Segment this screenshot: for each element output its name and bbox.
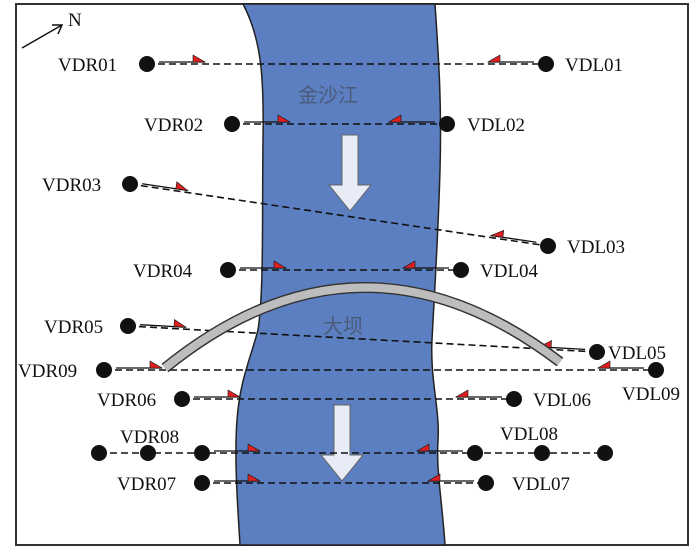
displacement-vector-icon — [401, 260, 449, 269]
point-label-left: VDR05 — [44, 317, 103, 338]
point-label-right: VDL03 — [567, 237, 625, 258]
point-label-right: VDL08 — [500, 424, 558, 445]
monitoring-point — [439, 116, 455, 132]
displacement-vector-icon — [596, 360, 644, 369]
monitoring-point — [648, 362, 664, 378]
river-label: 金沙江 — [298, 84, 358, 107]
displacement-vector-icon — [116, 360, 164, 369]
displacement-vector-icon — [454, 389, 502, 398]
monitoring-point — [96, 362, 112, 378]
monitoring-point — [122, 176, 138, 192]
monitoring-point — [453, 262, 469, 278]
displacement-vector-icon — [240, 260, 288, 269]
monitoring-point — [120, 318, 136, 334]
displacement-vector-icon — [489, 229, 537, 243]
point-label-left: VDR04 — [133, 261, 193, 282]
point-label-left: VDR03 — [42, 175, 101, 196]
monitoring-point — [194, 475, 210, 491]
displacement-vector-icon — [194, 389, 242, 398]
north-label: N — [68, 10, 82, 31]
point-label-left: VDR09 — [18, 361, 77, 382]
monitoring-point — [597, 445, 613, 461]
monitoring-point — [540, 238, 556, 254]
monitoring-point — [534, 445, 550, 461]
displacement-vector-icon — [426, 473, 474, 482]
monitoring-point — [174, 391, 190, 407]
monitoring-point — [589, 344, 605, 360]
north-arrow: N — [21, 10, 82, 49]
point-label-right: VDL02 — [467, 115, 525, 136]
point-label-right: VDL09 — [622, 384, 680, 405]
point-label-right: VDL06 — [533, 390, 591, 411]
river — [235, 3, 446, 546]
monitoring-point — [467, 445, 483, 461]
flow-arrow-icon — [327, 134, 373, 212]
displacement-vector-icon — [140, 319, 188, 328]
point-label-right: VDL07 — [512, 474, 570, 495]
monitoring-point — [538, 56, 554, 72]
displacement-vector-icon — [214, 443, 262, 452]
profile-line — [129, 183, 549, 247]
point-label-left: VDR07 — [117, 474, 176, 495]
dam-label: 大坝 — [323, 315, 363, 338]
monitoring-point — [478, 475, 494, 491]
point-label-right: VDL01 — [565, 55, 623, 76]
displacement-vector-icon — [159, 54, 207, 63]
displacement-vector-icon — [244, 114, 292, 123]
monitoring-point — [91, 445, 107, 461]
profile-line — [127, 325, 598, 353]
monitoring-point — [224, 116, 240, 132]
monitoring-point — [220, 262, 236, 278]
point-label-left: VDR08 — [120, 427, 179, 448]
monitoring-point — [194, 445, 210, 461]
monitoring-point — [140, 445, 156, 461]
displacement-vector-icon — [214, 473, 262, 482]
point-label-right: VDL05 — [608, 343, 666, 364]
displacement-vector-icon — [142, 181, 189, 192]
monitoring-point — [139, 56, 155, 72]
displacement-vector-icon — [415, 443, 463, 452]
displacement-vector-icon — [387, 114, 435, 123]
displacement-vector-icon — [486, 54, 534, 63]
monitoring-point — [506, 391, 522, 407]
flow-arrow-icon — [319, 404, 365, 482]
point-label-right: VDL04 — [480, 261, 539, 282]
point-label-left: VDR01 — [58, 55, 117, 76]
point-label-left: VDR06 — [97, 390, 156, 411]
point-label-left: VDR02 — [144, 115, 203, 136]
